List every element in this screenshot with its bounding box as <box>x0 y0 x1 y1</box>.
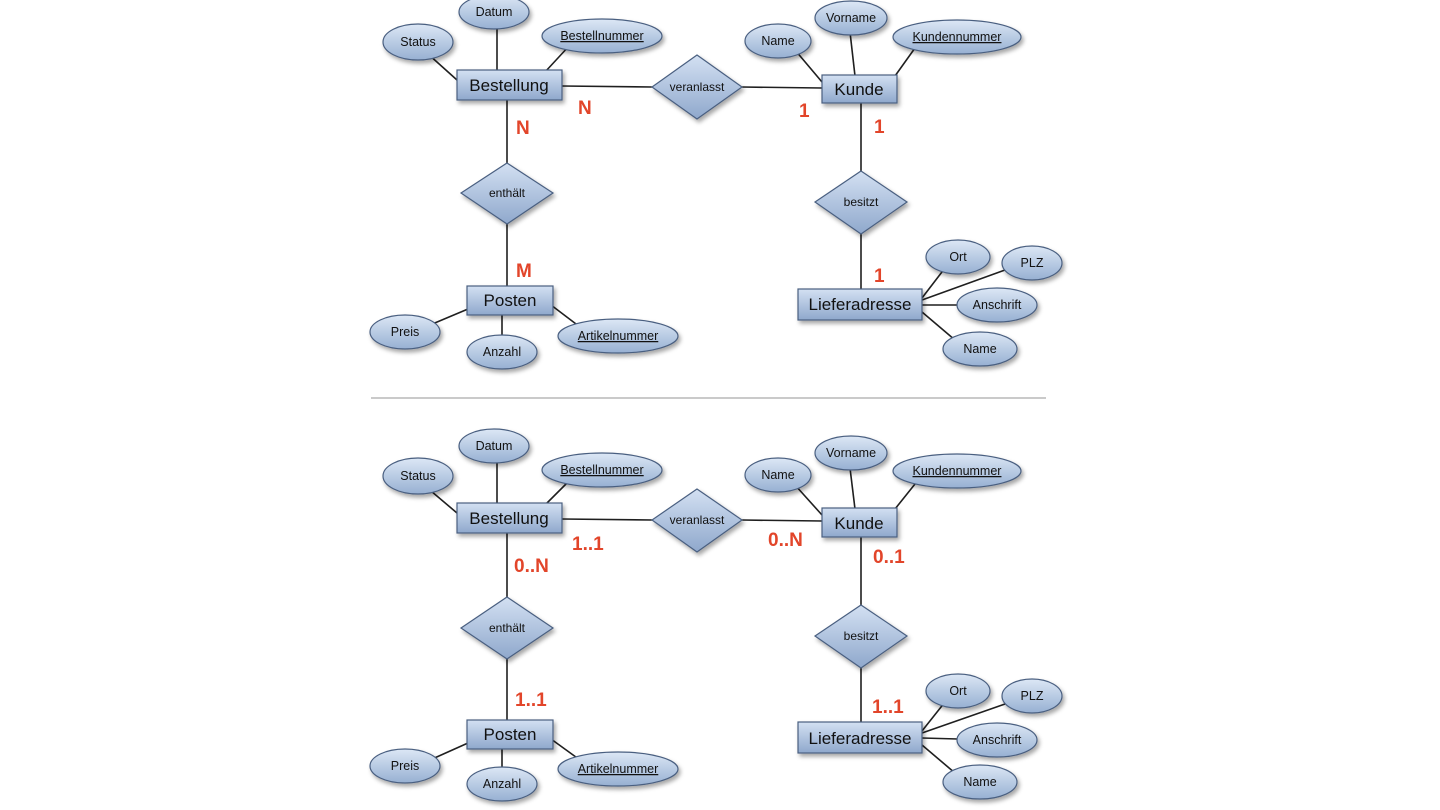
attribute-preis: Preis <box>369 748 441 784</box>
relationship-label: enthält <box>489 621 526 635</box>
attribute-label: Preis <box>391 759 419 773</box>
attribute-label: Anschrift <box>973 298 1022 312</box>
attribute-anzahl: Anzahl <box>466 766 538 802</box>
attribute-vorname: Vorname <box>814 435 888 471</box>
attribute-label-key: Bestellnummer <box>560 463 643 477</box>
attribute-bestellnummer: Bestellnummer <box>541 452 663 488</box>
relationship-besitzt: besitzt <box>813 604 909 669</box>
attribute-label: Anschrift <box>973 733 1022 747</box>
attribute-label: Datum <box>476 439 513 453</box>
entity-label: Kunde <box>834 80 883 99</box>
attribute-plz: PLZ <box>1001 678 1063 714</box>
attribute-vorname: Vorname <box>814 0 888 36</box>
attribute-label: Ort <box>949 250 967 264</box>
attribute-label: Name <box>963 342 996 356</box>
cardinality-label: 1 <box>874 266 885 287</box>
attribute-label: Name <box>761 34 794 48</box>
attribute-label: Name <box>963 775 996 789</box>
attribute-anschrift: Anschrift <box>956 722 1038 758</box>
attribute-label-key: Artikelnummer <box>578 762 659 776</box>
entity-lieferadresse: Lieferadresse <box>797 288 923 321</box>
entity-bestellung: Bestellung <box>456 502 563 534</box>
cardinality-label: 1..1 <box>572 534 604 555</box>
entity-label: Bestellung <box>469 76 548 95</box>
attribute-preis: Preis <box>369 314 441 350</box>
attribute-label-key: Kundennummer <box>913 30 1002 44</box>
attribute-name: Name <box>744 457 812 493</box>
relationship-label: enthält <box>489 186 526 200</box>
diagram-2: Status Datum Bestellnummer Name Vorname … <box>369 428 1063 802</box>
relationship-label: besitzt <box>844 195 879 209</box>
relationship-label: veranlasst <box>670 513 725 527</box>
attribute-label: Anzahl <box>483 345 521 359</box>
attribute-name: Name <box>942 331 1018 367</box>
attribute-kundennummer: Kundennummer <box>892 19 1022 55</box>
attribute-bestellnummer: Bestellnummer <box>541 18 663 54</box>
attribute-anschrift: Anschrift <box>956 287 1038 323</box>
attribute-datum: Datum <box>458 0 530 30</box>
entity-label: Kunde <box>834 514 883 533</box>
attribute-label: Vorname <box>826 446 876 460</box>
attribute-label-key: Artikelnummer <box>578 329 659 343</box>
attribute-label: PLZ <box>1021 689 1044 703</box>
entity-kunde: Kunde <box>821 507 898 538</box>
attribute-label: Datum <box>476 5 513 19</box>
attribute-status: Status <box>382 23 454 61</box>
connector-lines <box>417 22 1006 341</box>
entity-bestellung: Bestellung <box>456 69 563 101</box>
relationship-veranlasst: veranlasst <box>650 54 744 120</box>
attribute-artikelnummer: Artikelnummer <box>557 318 679 354</box>
attribute-label-key: Bestellnummer <box>560 29 643 43</box>
cardinality-label: 0..N <box>768 530 803 551</box>
attribute-label: Name <box>761 468 794 482</box>
attribute-label-key: Kundennummer <box>913 464 1002 478</box>
relationship-veranlasst: veranlasst <box>650 488 744 553</box>
cardinality-label: 0..1 <box>873 547 905 568</box>
entity-label: Posten <box>484 291 537 310</box>
entity-label: Lieferadresse <box>808 295 911 314</box>
attribute-status: Status <box>382 457 454 495</box>
entity-label: Bestellung <box>469 509 548 528</box>
entity-kunde: Kunde <box>821 74 898 104</box>
cardinality-label: N <box>516 118 530 139</box>
cardinality-label: N <box>578 98 592 119</box>
attribute-anzahl: Anzahl <box>466 334 538 370</box>
cardinality-label: 1 <box>874 117 885 138</box>
entity-posten: Posten <box>466 285 554 316</box>
cardinality-label: 1..1 <box>872 697 904 718</box>
relationship-enthaelt: enthält <box>459 596 555 660</box>
cardinality-label: 1..1 <box>515 690 547 711</box>
relationship-besitzt: besitzt <box>813 170 909 235</box>
cardinality-label: M <box>516 261 532 282</box>
entity-posten: Posten <box>466 719 554 750</box>
attribute-label: Preis <box>391 325 419 339</box>
attribute-name: Name <box>942 764 1018 800</box>
entity-lieferadresse: Lieferadresse <box>797 721 923 754</box>
relationship-label: veranlasst <box>670 80 725 94</box>
relationship-enthaelt: enthält <box>459 162 555 225</box>
entity-label: Posten <box>484 725 537 744</box>
attribute-label: Anzahl <box>483 777 521 791</box>
attribute-datum: Datum <box>458 428 530 464</box>
attribute-label: Status <box>400 35 435 49</box>
cardinality-label: 1 <box>799 101 810 122</box>
diagram-1: Status Datum Bestellnummer Name Vorname … <box>369 0 1063 370</box>
attribute-label: Ort <box>949 684 967 698</box>
attribute-plz: PLZ <box>1001 245 1063 281</box>
attribute-label: Vorname <box>826 11 876 25</box>
attribute-ort: Ort <box>925 673 991 709</box>
attribute-label: Status <box>400 469 435 483</box>
relationship-label: besitzt <box>844 629 879 643</box>
attribute-artikelnummer: Artikelnummer <box>557 751 679 787</box>
attribute-label: PLZ <box>1021 256 1044 270</box>
attribute-ort: Ort <box>925 239 991 275</box>
attribute-name: Name <box>744 23 812 59</box>
cardinality-label: 0..N <box>514 556 549 577</box>
attribute-kundennummer: Kundennummer <box>892 453 1022 489</box>
entity-label: Lieferadresse <box>808 729 911 748</box>
